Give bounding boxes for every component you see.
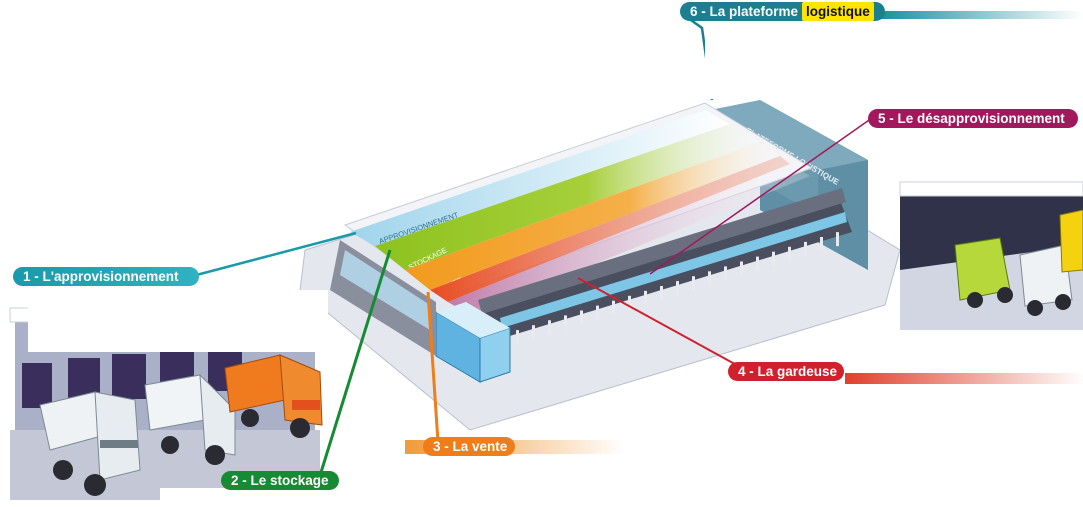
side-wall-top: [478, 188, 846, 314]
dock-pillar: [804, 241, 807, 256]
truck-white-right: [1019, 244, 1073, 316]
stripe-3: [405, 142, 780, 290]
dock-pillar: [740, 261, 743, 276]
blank-box-left: [28, 290, 328, 352]
glass-block-side: [479, 327, 511, 383]
dock-pillar: [772, 251, 775, 266]
window-band: [500, 212, 847, 328]
dock-pillar: [548, 320, 551, 335]
right-dock-roof: [899, 181, 1083, 197]
dock-pillar: [820, 237, 823, 251]
dock-pillar: [612, 300, 615, 315]
platform-tower-front: [710, 100, 868, 170]
dock-pillar: [628, 295, 631, 310]
dock-pillar: [708, 271, 711, 286]
callout-gardeuse: 4 - La gardeuse: [728, 362, 844, 381]
callout-vente: 3 - La vente: [423, 437, 515, 456]
dock-pillar: [644, 290, 647, 305]
truck-white-middle: [144, 373, 236, 465]
leader-gardeuse: [577, 277, 743, 369]
dock-pillar: [580, 310, 583, 325]
leader-stockage: [316, 249, 392, 483]
blank-box-bottom: [160, 488, 392, 507]
dock-pillar: [724, 266, 727, 281]
dock-door: [22, 363, 52, 408]
stripe-4: [430, 156, 790, 302]
leader-bar-gardeuse: [845, 373, 1083, 384]
callout-stockage: 2 - Le stockage: [221, 471, 339, 490]
dock-pillar: [596, 305, 599, 320]
dock-pillars: [500, 232, 839, 349]
callout-plateforme: 6 - La plateforme logistique: [680, 2, 885, 21]
callout-desapprovisionnement: 5 - Le désapprovisionnement: [868, 109, 1078, 128]
dock-pillar: [756, 256, 759, 271]
callout-approvisionnement: 1 - L'approvisionnement: [13, 267, 199, 286]
building-front-glass: [340, 250, 430, 330]
dock-pillar: [788, 246, 791, 261]
dock-pillar: [836, 232, 839, 247]
leader-desappro: [649, 117, 873, 275]
dock-pillar: [564, 315, 567, 330]
dock-pillar: [692, 276, 695, 291]
blank-box-right: [705, 19, 1083, 99]
highlight-logistique: logistique: [802, 2, 874, 21]
leader-vente: [426, 291, 440, 443]
activity-stripes: APPROVISIONNEMENTSTOCKAGEVENTEGARDEUSEDÉ…: [350, 110, 810, 318]
stripe-1: [350, 110, 730, 246]
dock-pillar: [532, 325, 535, 340]
glass-block-top: [436, 302, 510, 338]
truck-orange: [224, 354, 323, 438]
truck-yellow: [1059, 209, 1083, 273]
leader-appro: [184, 231, 357, 280]
leader-bar-plateforme: [880, 11, 1083, 19]
dock-pillar: [660, 286, 663, 300]
stripe-5: [448, 164, 810, 315]
dock-door: [112, 354, 146, 399]
dock-pillar: [516, 330, 519, 345]
dock-pillar: [676, 281, 679, 296]
truck-white-front: [39, 391, 141, 496]
truck-green: [954, 237, 1013, 308]
stripe-2: [375, 124, 760, 270]
